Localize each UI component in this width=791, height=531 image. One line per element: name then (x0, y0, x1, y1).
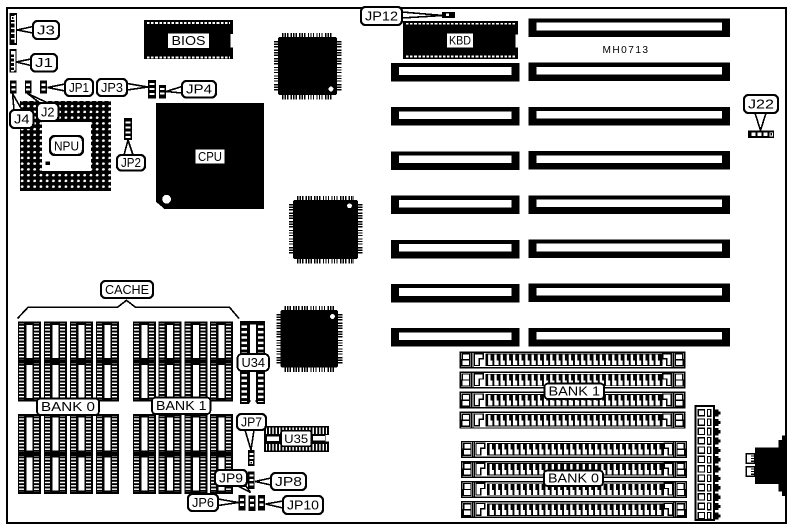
svg-text:BANK 0: BANK 0 (41, 400, 95, 414)
svg-text:U35: U35 (284, 434, 308, 446)
svg-text:JP3: JP3 (101, 81, 123, 95)
svg-text:JP12: JP12 (365, 9, 398, 23)
svg-text:BIOS: BIOS (172, 34, 206, 48)
svg-text:BANK 1: BANK 1 (156, 399, 207, 413)
svg-text:J3: J3 (37, 23, 55, 37)
svg-text:JP6: JP6 (192, 496, 214, 510)
svg-text:J4: J4 (14, 112, 30, 126)
svg-text:NPU: NPU (54, 140, 79, 154)
svg-text:JP4: JP4 (186, 83, 212, 97)
svg-text:J1: J1 (35, 56, 53, 70)
svg-text:JP7: JP7 (241, 415, 262, 429)
svg-text:JP9: JP9 (219, 471, 243, 485)
svg-text:J2: J2 (41, 105, 55, 119)
svg-text:BANK 1: BANK 1 (549, 385, 601, 399)
svg-text:JP10: JP10 (287, 498, 319, 512)
svg-text:JP8: JP8 (275, 475, 302, 489)
svg-text:J22: J22 (748, 97, 774, 111)
svg-text:CPU: CPU (198, 150, 222, 164)
svg-text:JP1: JP1 (69, 81, 89, 95)
svg-text:JP2: JP2 (121, 156, 141, 170)
svg-text:KBD: KBD (449, 34, 471, 48)
svg-text:MH0713: MH0713 (603, 44, 650, 56)
svg-text:U34: U34 (242, 356, 266, 370)
svg-text:BANK 0: BANK 0 (548, 472, 599, 486)
svg-text:CACHE: CACHE (105, 283, 149, 297)
